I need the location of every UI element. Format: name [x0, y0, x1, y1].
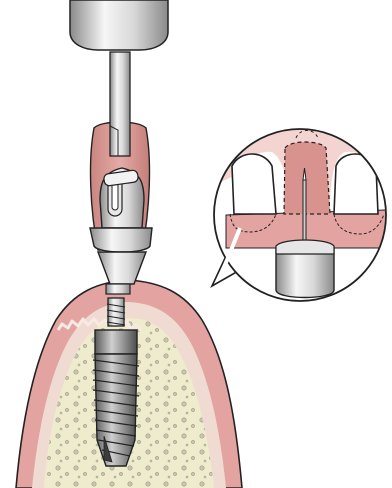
abutment-screw: [107, 298, 125, 326]
driver-handle: [70, 0, 168, 50]
implant-fixture: [93, 330, 139, 466]
inset-magnified-view: [212, 129, 386, 301]
driver-shaft: [110, 52, 130, 156]
